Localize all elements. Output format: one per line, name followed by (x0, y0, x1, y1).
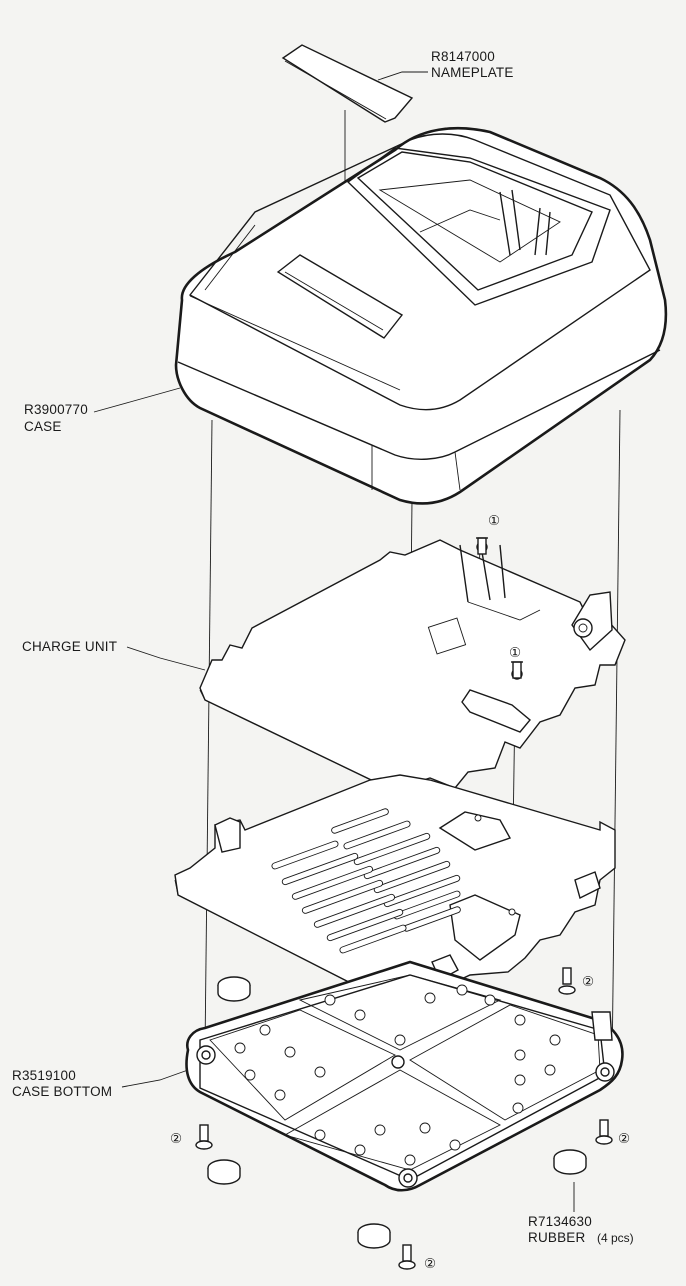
label-nameplate: R8147000 NAMEPLATE (431, 49, 514, 80)
rubber-feet (207, 976, 587, 1249)
case-bottom-part-number: R3519100 (12, 1068, 76, 1083)
case-part (174, 126, 668, 505)
callout-screw-2: ② (170, 1131, 182, 1146)
case-name: CASE (24, 419, 62, 434)
rubber-foot (357, 1223, 391, 1249)
screw (558, 967, 576, 995)
callout-screw-2: ② (424, 1256, 436, 1271)
screw (595, 1119, 613, 1145)
label-rubber: R7134630 RUBBER (4 pcs) (528, 1214, 634, 1245)
label-charge-unit: CHARGE UNIT (22, 639, 117, 654)
screw (511, 661, 523, 679)
rubber-quantity: (4 pcs) (597, 1231, 634, 1245)
nameplate-name: NAMEPLATE (431, 65, 514, 80)
screw (195, 1124, 213, 1150)
screw (476, 537, 488, 555)
rubber-name: RUBBER (528, 1230, 586, 1245)
callout-screw-1: ① (509, 645, 521, 660)
charge-unit-name: CHARGE UNIT (22, 639, 117, 654)
charge-unit-part (199, 539, 626, 791)
nameplate-part-number: R8147000 (431, 49, 495, 64)
screw (398, 1244, 416, 1270)
rubber-foot (207, 1159, 241, 1185)
chassis-plate-part (174, 774, 616, 1003)
callout-screw-2: ② (618, 1131, 630, 1146)
label-case: R3900770 CASE (24, 402, 88, 434)
rubber-part-number: R7134630 (528, 1214, 592, 1229)
case-bottom-part (185, 960, 624, 1192)
case-part-number: R3900770 (24, 402, 88, 417)
leader-lines (93, 71, 575, 1212)
rubber-foot (217, 976, 251, 1002)
callout-screw-2: ② (582, 974, 594, 989)
screws (195, 537, 613, 1270)
callouts: ① ① ② ② ② ② (170, 513, 630, 1271)
case-bottom-name: CASE BOTTOM (12, 1084, 112, 1099)
label-case-bottom: R3519100 CASE BOTTOM (12, 1068, 112, 1099)
rubber-foot (553, 1149, 587, 1175)
callout-screw-1: ① (488, 513, 500, 528)
nameplate-part (281, 44, 414, 123)
